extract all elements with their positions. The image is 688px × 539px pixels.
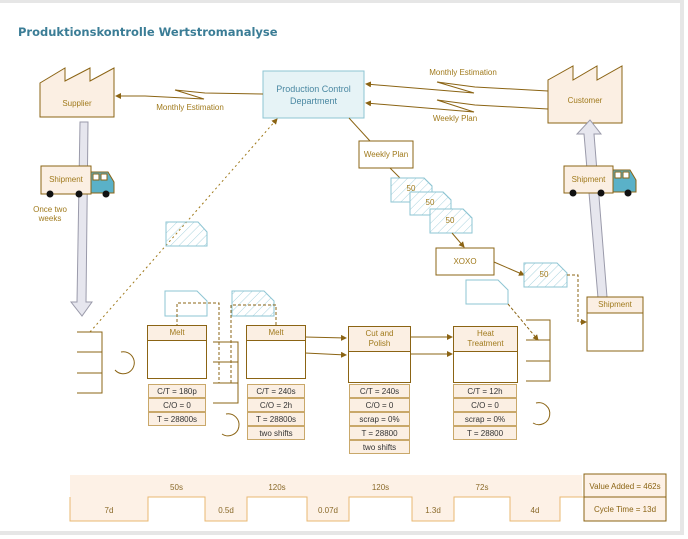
truck-customer-label: Shipment xyxy=(571,175,606,184)
timeline-wait-time: 0.07d xyxy=(317,506,339,515)
supplier-label: Supplier xyxy=(62,99,92,108)
process-melt-2[interactable]: Melt xyxy=(246,325,306,341)
process-melt-1-body xyxy=(147,341,207,379)
data-box: T = 28800 xyxy=(349,426,410,440)
customer-label: Customer xyxy=(567,96,603,105)
process-name-line: Heat xyxy=(477,329,494,338)
timeline-wait-time: 0.5d xyxy=(218,506,234,515)
cycle-arrow-icon xyxy=(114,351,551,437)
control-label-1: Production Control xyxy=(276,84,351,94)
truck-customer-icon[interactable] xyxy=(563,165,637,197)
truck-supplier-icon[interactable] xyxy=(40,165,115,198)
timeline-process-time: 120s xyxy=(371,483,390,492)
process-name-line: Treatment xyxy=(467,339,504,348)
kanban-batch xyxy=(390,177,473,234)
production-kanban-3 xyxy=(465,279,509,305)
info-flow-customer-monthly xyxy=(365,81,549,94)
data-box: C/T = 240s xyxy=(247,384,305,398)
customer-factory-icon[interactable] xyxy=(547,65,623,124)
process-melt-2-body xyxy=(246,341,306,379)
truck-note-2: weeks xyxy=(38,214,62,223)
supermarket-heat xyxy=(526,319,551,382)
process-name-line: Polish xyxy=(368,339,391,348)
customer-monthly-label: Monthly Estimation xyxy=(429,68,497,77)
truck-note-1: Once two xyxy=(33,205,67,214)
data-box: two shifts xyxy=(247,426,305,440)
control-label-2: Department xyxy=(289,96,338,106)
weekly-plan-label: Weekly Plan xyxy=(363,150,409,159)
xoxo-box[interactable] xyxy=(435,247,495,276)
data-box: scrap = 0% xyxy=(453,412,517,426)
kanban-qty-1: 50 xyxy=(406,184,416,193)
shipment-box-label: Shipment xyxy=(598,300,632,309)
data-box: T = 28800 xyxy=(453,426,517,440)
weekly-plan-box[interactable] xyxy=(358,140,414,169)
process-cut-polish-body xyxy=(348,352,411,383)
customer-shipment-arrow xyxy=(575,119,608,299)
timeline-wait-time: 7d xyxy=(104,506,114,515)
data-box: C/O = 0 xyxy=(453,398,517,412)
timeline xyxy=(69,473,667,522)
process-heat-treatment-body xyxy=(453,352,518,383)
timeline-process-time: 50s xyxy=(170,483,183,492)
info-flow-customer-weekly xyxy=(365,99,549,113)
supplier-info-label: Monthly Estimation xyxy=(156,103,224,112)
supermarket-melt xyxy=(213,341,239,404)
supermarket-supplier xyxy=(77,331,103,394)
control-to-weekly-plan-line xyxy=(348,117,371,142)
data-box: T = 28800s xyxy=(148,412,206,426)
data-box: C/T = 180p xyxy=(148,384,206,398)
truck-supplier-label: Shipment xyxy=(49,175,83,184)
data-box: T = 28800s xyxy=(247,412,305,426)
data-box: C/O = 2h xyxy=(247,398,305,412)
kanban-qty-2: 50 xyxy=(425,198,435,207)
production-control-box[interactable] xyxy=(262,70,365,119)
process-name-line: Cut and xyxy=(365,329,394,338)
timeline-process-time: 72s xyxy=(475,483,489,492)
timeline-process-time: 120s xyxy=(268,483,286,492)
production-kanban-2 xyxy=(231,290,275,317)
data-box: C/O = 0 xyxy=(349,398,410,412)
kanban-qty-3: 50 xyxy=(445,216,455,225)
timeline-wait-time: 1.3d xyxy=(425,506,441,515)
withdrawal-kanban xyxy=(165,221,208,247)
data-box: C/T = 240s xyxy=(349,384,410,398)
customer-weekly-label: Weekly Plan xyxy=(432,114,478,123)
value-added-total: Value Added = 462s xyxy=(589,482,661,491)
kanban-ship-qty: 50 xyxy=(539,270,549,279)
data-box: two shifts xyxy=(349,440,410,454)
timeline-wait-time: 4d xyxy=(530,506,540,515)
process-melt-1[interactable]: Melt xyxy=(147,325,207,341)
supplier-factory-icon[interactable] xyxy=(39,67,115,118)
info-flow-supplier xyxy=(115,89,264,100)
data-box: C/T = 12h xyxy=(453,384,517,398)
data-box: scrap = 0% xyxy=(349,412,410,426)
kanban-ship-card xyxy=(523,262,568,288)
cycle-time-total: Cycle Time = 13d xyxy=(593,505,657,514)
data-box: C/O = 0 xyxy=(148,398,206,412)
xoxo-label: XOXO xyxy=(453,257,477,266)
diagram-title: Produktionskontrolle Wertstromanalyse xyxy=(18,25,278,39)
